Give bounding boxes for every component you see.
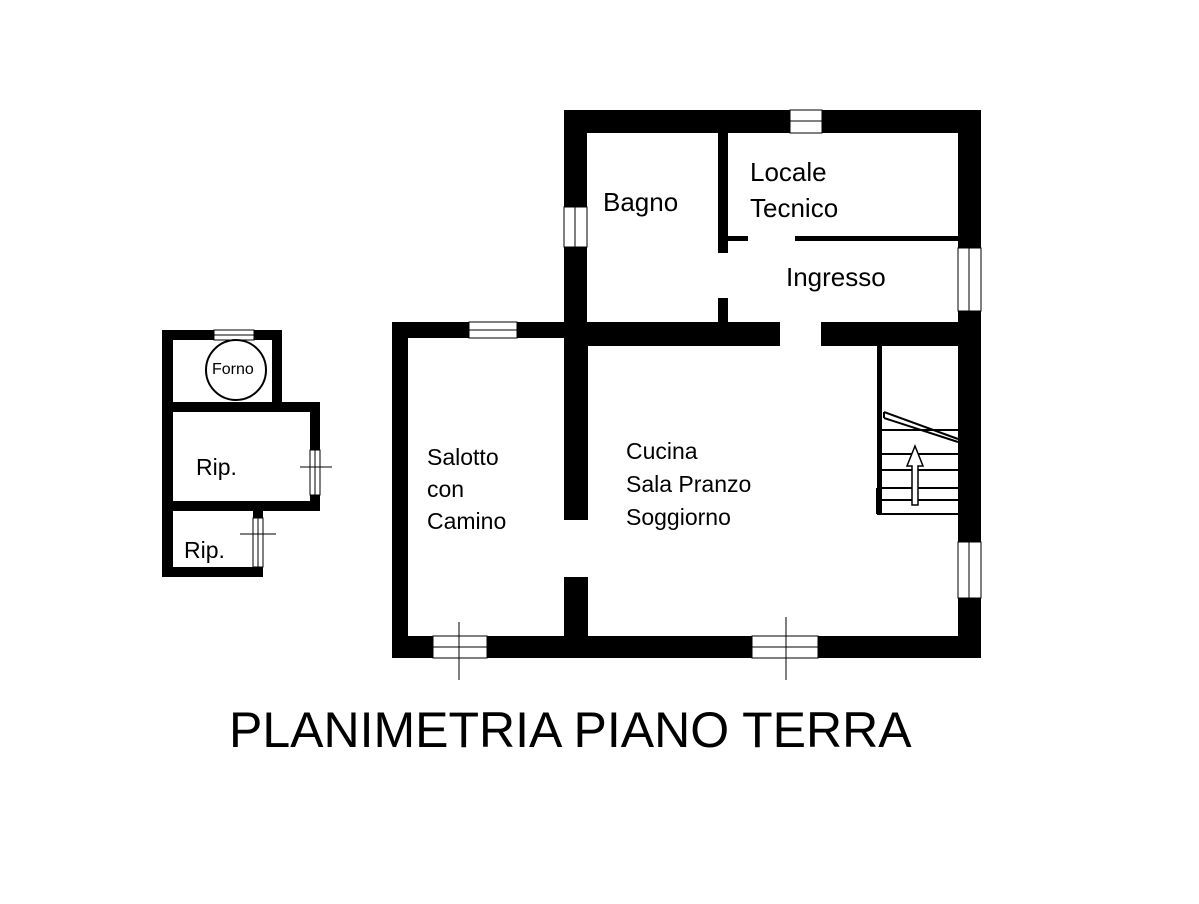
door-marks bbox=[240, 466, 818, 680]
oven-circle bbox=[205, 339, 267, 401]
room-locale-tecnico-line2: Tecnico bbox=[750, 193, 839, 223]
room-cucina-line3: Soggiorno bbox=[626, 504, 731, 530]
room-ingresso: Ingresso bbox=[786, 262, 886, 292]
stair-wall bbox=[877, 346, 882, 514]
room-rip-2: Rip. bbox=[184, 537, 225, 563]
room-salotto-line2: con bbox=[427, 476, 465, 502]
stairs bbox=[876, 411, 959, 515]
room-cucina-line1: Cucina bbox=[626, 438, 698, 464]
stair-arrow-icon bbox=[905, 443, 925, 506]
wall-middle-left bbox=[564, 322, 780, 346]
room-cucina-line2: Sala Pranzo bbox=[626, 471, 752, 497]
room-bagno: Bagno bbox=[603, 187, 679, 217]
wall-tecnico-stub bbox=[728, 236, 748, 241]
annex-wall-forno-right bbox=[272, 330, 282, 410]
annex-wall-left bbox=[162, 330, 173, 577]
room-salotto-line1: Salotto bbox=[427, 444, 499, 470]
wall-bottom bbox=[392, 636, 981, 658]
wall-bagno-divider-low bbox=[718, 298, 728, 324]
room-locale-tecnico: Locale Tecnico bbox=[750, 156, 838, 224]
walls bbox=[162, 110, 981, 658]
room-locale-tecnico-line1: Locale bbox=[750, 157, 827, 187]
wall-salotto-divider-low bbox=[564, 577, 588, 636]
annex-wall-bottom bbox=[162, 567, 263, 577]
wall-bagno-divider bbox=[718, 133, 728, 253]
room-forno: Forno bbox=[212, 361, 254, 378]
room-salotto-line3: Camino bbox=[427, 508, 507, 534]
wall-middle-right bbox=[821, 322, 958, 346]
wall-right bbox=[958, 110, 981, 658]
plan-title: PLANIMETRIA PIANO TERRA bbox=[229, 702, 912, 758]
annex-wall-low bbox=[162, 501, 320, 511]
room-rip-1: Rip. bbox=[196, 454, 237, 480]
wall-left bbox=[392, 322, 408, 658]
wall-tecnico-bottom bbox=[795, 236, 958, 241]
room-salotto: Salotto con Camino bbox=[427, 444, 506, 534]
annex-wall-mid bbox=[162, 402, 320, 412]
room-cucina: Cucina Sala Pranzo Soggiorno bbox=[626, 438, 751, 530]
wall-salotto-divider bbox=[564, 338, 588, 520]
windows bbox=[213, 109, 982, 659]
wall-top bbox=[564, 110, 981, 133]
